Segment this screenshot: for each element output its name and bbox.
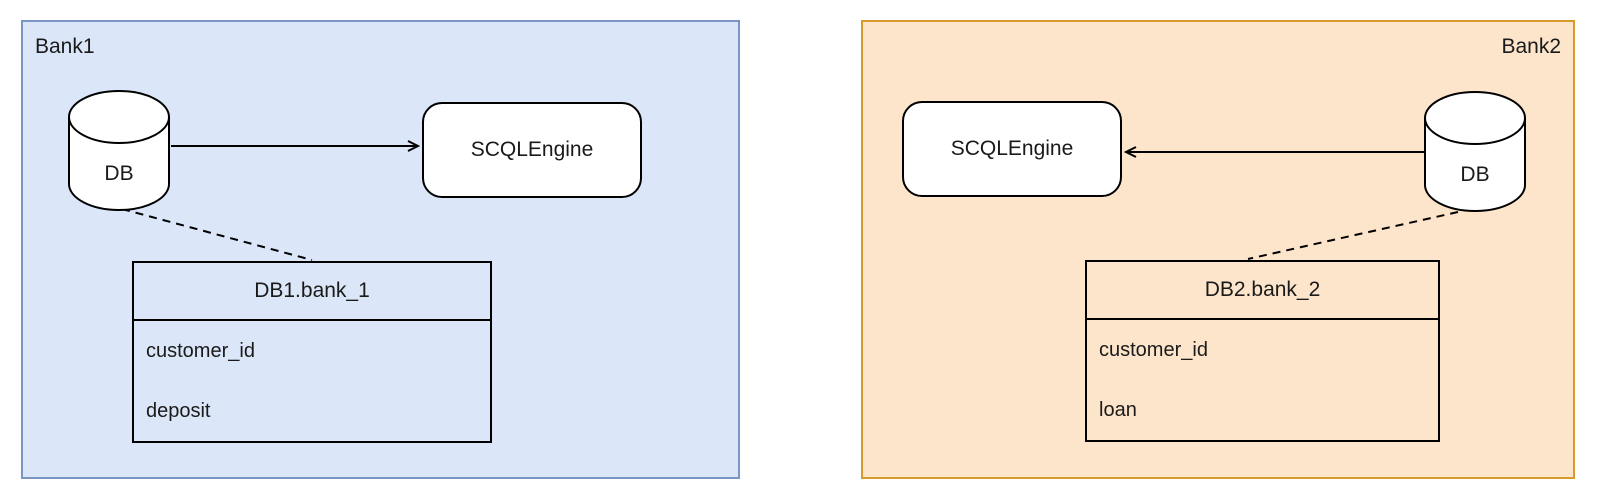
bank2-db-cylinder-icon: DB [1424, 91, 1526, 213]
bank2-label: Bank2 [1501, 35, 1561, 58]
database-cylinder-icon [68, 90, 170, 211]
bank1-db-label: DB [104, 162, 134, 185]
bank2-engine-node: SCQLEngine [902, 101, 1122, 197]
bank2-table: DB2.bank_2 customer_id loan [1085, 260, 1440, 442]
bank2-engine-label: SCQLEngine [950, 137, 1074, 160]
bank2-db-label: DB [1460, 163, 1490, 186]
table-column: deposit [146, 399, 211, 422]
bank2-db-to-table-link [1247, 211, 1459, 260]
table-column: loan [1099, 398, 1137, 421]
bank1-db-to-table-link [121, 208, 313, 261]
bank1-table-body: customer_id deposit [134, 321, 490, 441]
table-column: customer_id [146, 339, 255, 362]
bank2-table-title: DB2.bank_2 [1087, 262, 1438, 320]
bank1-table-title: DB1.bank_1 [134, 263, 490, 321]
table-column: customer_id [1099, 338, 1208, 361]
bank1-engine-node: SCQLEngine [422, 102, 642, 198]
database-cylinder-icon [1424, 91, 1526, 212]
bank1-engine-label: SCQLEngine [470, 138, 594, 161]
bank1-db-cylinder-icon: DB [68, 90, 170, 212]
bank2-table-body: customer_id loan [1087, 320, 1438, 440]
bank1-label: Bank1 [35, 35, 95, 58]
bank1-table: DB1.bank_1 customer_id deposit [132, 261, 492, 443]
